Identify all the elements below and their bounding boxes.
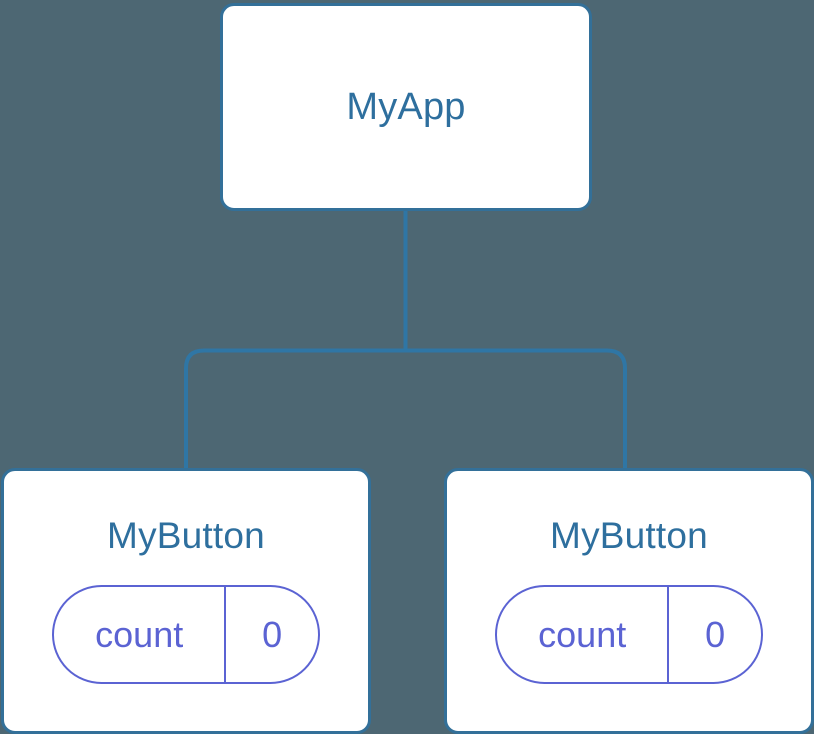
- property-value-cell: 0: [226, 587, 318, 682]
- tree-node-myapp[interactable]: MyApp: [220, 3, 592, 211]
- property-value-label: 0: [705, 613, 726, 655]
- tree-node-mybutton-1[interactable]: MyButton count 0: [1, 468, 371, 734]
- property-value-label: 0: [262, 613, 283, 655]
- property-key-cell: count: [497, 587, 670, 682]
- property-value-cell: 0: [669, 587, 761, 682]
- connector-to-left-child: [184, 348, 406, 469]
- node-title: MyButton: [550, 515, 708, 556]
- node-title: MyApp: [346, 86, 466, 128]
- property-key-label: count: [538, 613, 627, 655]
- node-title: MyButton: [107, 515, 265, 556]
- property-key-label: count: [95, 613, 184, 655]
- property-pill[interactable]: count 0: [52, 585, 320, 684]
- tree-node-mybutton-2[interactable]: MyButton count 0: [444, 468, 814, 734]
- property-pill[interactable]: count 0: [495, 585, 763, 684]
- connector-to-right-child: [405, 348, 627, 469]
- property-key-cell: count: [54, 587, 227, 682]
